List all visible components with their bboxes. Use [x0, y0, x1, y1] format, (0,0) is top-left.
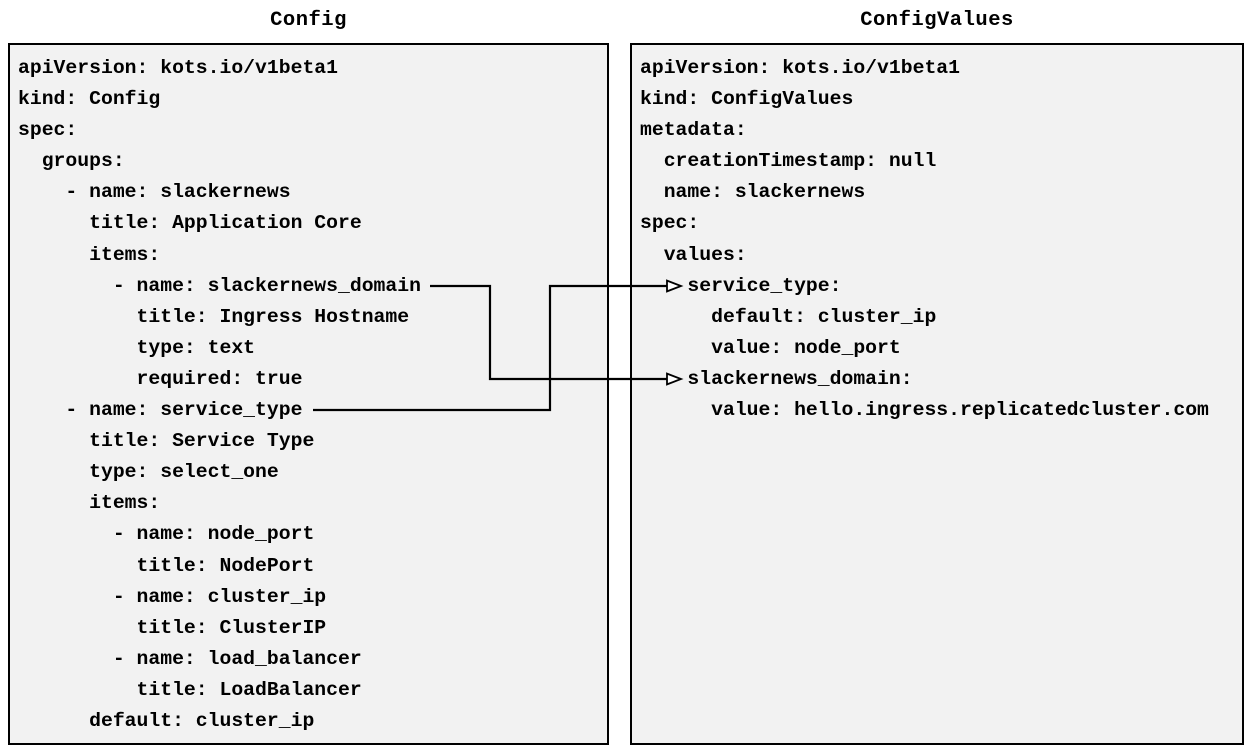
code-line: value: node_port	[640, 336, 901, 359]
code-line: - name: slackernews_domain	[18, 274, 421, 297]
code-line: - name: service_type	[18, 399, 303, 422]
config-panel-title: Config	[270, 9, 347, 32]
code-line: title: Ingress Hostname	[18, 305, 410, 328]
code-line: - name: node_port	[18, 523, 315, 546]
code-line: values:	[640, 243, 747, 266]
configvalues-yaml-panel: apiVersion: kots.io/v1beta1 kind: ConfigV…	[630, 43, 1244, 745]
code-line: - name: slackernews	[18, 181, 291, 204]
code-line: default: cluster_ip	[18, 709, 315, 732]
code-line: kind: ConfigValues	[640, 88, 854, 111]
code-line: required: true	[18, 367, 303, 390]
code-line: - name: cluster_ip	[18, 585, 327, 608]
code-line: metadata:	[640, 119, 747, 142]
code-line: type: select_one	[18, 461, 279, 484]
code-line: apiVersion: kots.io/v1beta1	[18, 57, 339, 79]
code-line: - name: load_balancer	[18, 647, 362, 670]
code-line: title: LoadBalancer	[18, 678, 362, 701]
code-line: kind: Config	[18, 88, 161, 111]
code-line: slackernews_domain:	[640, 367, 913, 390]
code-line: title: Application Core	[18, 212, 362, 235]
code-line: title: Service Type	[18, 430, 315, 453]
code-line: default: cluster_ip	[640, 305, 937, 328]
code-line: items:	[18, 243, 161, 266]
code-line: title: ClusterIP	[18, 616, 327, 639]
code-line: type: text	[18, 336, 256, 359]
config-yaml-panel: apiVersion: kots.io/v1beta1 kind: Config s…	[8, 43, 609, 745]
code-line: service_type:	[640, 274, 842, 297]
configvalues-panel-title: ConfigValues	[860, 9, 1014, 32]
code-line: name: slackernews	[640, 181, 866, 204]
code-line: title: NodePort	[18, 554, 315, 577]
code-line: spec:	[18, 119, 78, 142]
code-line: items:	[18, 492, 161, 515]
code-line: creationTimestamp: null	[640, 150, 937, 173]
code-line: spec:	[640, 212, 700, 235]
code-line: apiVersion: kots.io/v1beta1	[640, 57, 961, 79]
code-line: groups:	[18, 150, 125, 173]
code-line: value: hello.ingress.replicatedcluster.c…	[640, 399, 1209, 422]
